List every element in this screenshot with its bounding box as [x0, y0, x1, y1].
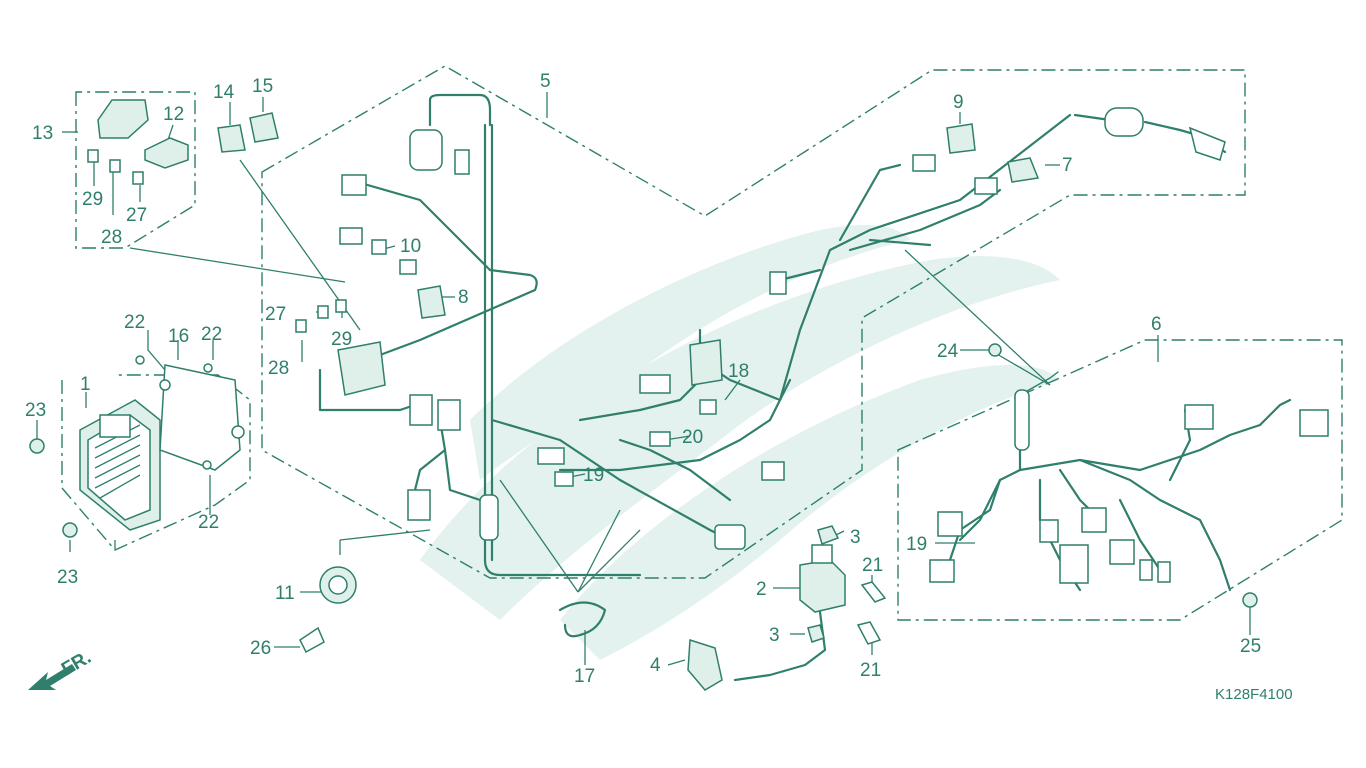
callout-28: 28: [268, 358, 289, 379]
callout-17: 17: [574, 666, 595, 687]
callout-3: 3: [850, 527, 861, 548]
callout-26: 26: [250, 638, 271, 659]
callout-21: 21: [862, 555, 883, 576]
callout-13: 13: [32, 123, 53, 144]
callout-9: 9: [953, 92, 964, 113]
callout-22: 22: [124, 312, 145, 333]
callout-23: 23: [25, 400, 46, 421]
callout-labels: 1 2 3 3 4 5 6 7 8 9 10 11 12 13 14 15 16…: [25, 71, 1293, 703]
callout-6: 6: [1151, 314, 1162, 335]
main-harness-outline: [261, 65, 1246, 579]
callout-2: 2: [756, 579, 767, 600]
ecu-outline: [61, 374, 251, 551]
callout-8: 8: [458, 287, 469, 308]
group-outlines: [61, 65, 1343, 621]
sub-harness-connectors: [929, 389, 1329, 584]
callout-10: 10: [400, 236, 421, 257]
callout-7: 7: [1062, 155, 1073, 176]
callout-11: 11: [275, 583, 295, 604]
callout-21: 21: [860, 660, 881, 681]
ignition-components: [687, 525, 887, 691]
callout-22: 22: [198, 512, 219, 533]
callout-12: 12: [163, 104, 184, 125]
callout-25: 25: [1240, 636, 1261, 657]
front-direction-indicator: FR.: [28, 647, 95, 690]
callout-29: 29: [82, 189, 103, 210]
nut-icon: [62, 522, 78, 538]
callout-27: 27: [265, 304, 286, 325]
callout-20: 20: [682, 427, 703, 448]
callout-29: 29: [331, 329, 352, 350]
watermark-logo: [420, 225, 1060, 660]
callout-27: 27: [126, 205, 147, 226]
callout-1: 1: [80, 374, 91, 395]
callout-24: 24: [937, 341, 959, 362]
screw-icon: [988, 343, 1002, 357]
callout-4: 4: [650, 655, 661, 676]
diagram-code: K128F4100: [1215, 686, 1293, 703]
ecu-assembly: [29, 355, 245, 538]
relay-components: [87, 99, 446, 396]
callout-19: 19: [906, 534, 927, 555]
callout-19: 19: [583, 465, 604, 486]
bolt-icon: [1242, 592, 1258, 608]
callout-28: 28: [101, 227, 122, 248]
callout-16: 16: [168, 326, 189, 347]
misc-components: [299, 343, 1258, 654]
callout-23: 23: [57, 567, 78, 588]
front-arrow-icon: [28, 664, 76, 690]
callout-3: 3: [769, 625, 780, 646]
callout-22: 22: [201, 324, 222, 345]
harness-connectors: [339, 107, 1226, 550]
relay-box-outline: [75, 91, 196, 249]
callout-5: 5: [540, 71, 551, 92]
callout-18: 18: [728, 361, 749, 382]
callout-15: 15: [252, 76, 273, 97]
nut-icon: [29, 438, 45, 454]
sub-harness-outline: [897, 339, 1343, 621]
callout-14: 14: [213, 82, 235, 103]
